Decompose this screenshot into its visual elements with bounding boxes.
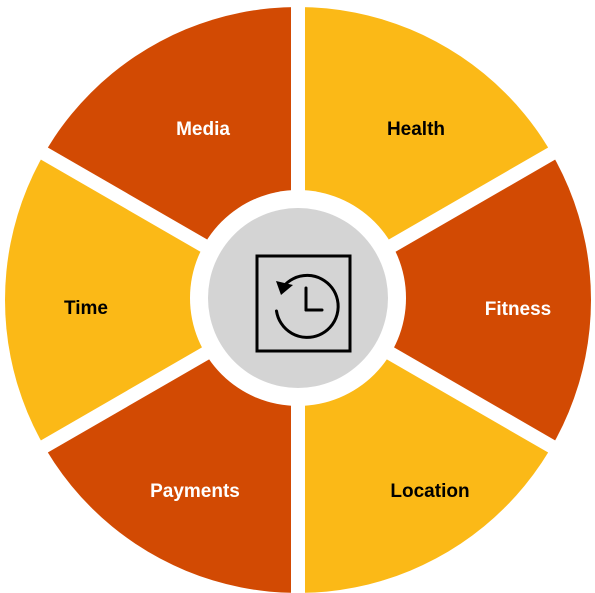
segment-label-location: Location [390, 481, 469, 502]
segment-label-payments: Payments [150, 481, 240, 502]
segment-fitness [298, 150, 591, 450]
segment-label-health: Health [387, 119, 445, 140]
segment-label-fitness: Fitness [485, 299, 552, 320]
segment-time [5, 150, 298, 450]
segment-label-time: Time [64, 298, 108, 319]
segment-label-media: Media [176, 119, 230, 140]
center-disc [208, 208, 388, 388]
segment-labels: Health Fitness Location Payments Time Me… [64, 119, 551, 502]
clock-history-icon [255, 254, 352, 353]
